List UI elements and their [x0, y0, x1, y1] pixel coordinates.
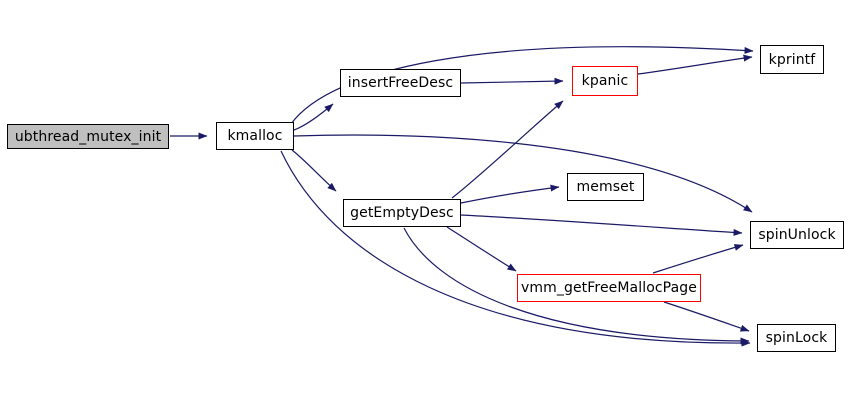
edge-getEmptyDesc-to-kpanic [451, 100, 564, 199]
node-label-kmalloc: kmalloc [227, 128, 283, 144]
node-kprintf[interactable]: kprintf [760, 45, 824, 74]
node-kpanic[interactable]: kpanic [572, 66, 638, 96]
edge-vmm_getFreeMallocPage-to-spinUnlock [652, 244, 744, 274]
edge-kmalloc-to-kprintf [290, 46, 754, 125]
edge-insertFreeDesc-to-kpanic [460, 77, 564, 85]
node-spinLock[interactable]: spinLock [757, 324, 836, 352]
node-label-vmm_getFreeMallocPage: vmm_getFreeMallocPage [521, 280, 697, 296]
node-kmalloc[interactable]: kmalloc [216, 122, 294, 150]
edge-getEmptyDesc-to-vmm_getFreeMallocPage [446, 226, 517, 272]
edges-group [170, 46, 754, 347]
edge-kmalloc-to-insertFreeDesc [293, 103, 334, 131]
edge-getEmptyDesc-to-memset [460, 184, 560, 204]
edge-kmalloc-to-getEmptyDesc [291, 149, 337, 192]
node-label-memset: memset [576, 179, 635, 195]
edge-vmm_getFreeMallocPage-to-spinLock [663, 301, 750, 332]
node-label-kprintf: kprintf [768, 51, 816, 68]
node-memset[interactable]: memset [567, 173, 644, 201]
node-insertFreeDesc[interactable]: insertFreeDesc [340, 69, 461, 97]
edge-getEmptyDesc-to-spinUnlock [460, 214, 743, 236]
edge-kmalloc-to-spinLock [280, 150, 751, 347]
edge-kpanic-to-kprintf [637, 54, 753, 75]
node-spinUnlock[interactable]: spinUnlock [750, 221, 844, 249]
edge-getEmptyDesc-to-spinLock [403, 227, 750, 345]
node-label-spinLock: spinLock [765, 330, 828, 346]
node-vmm_getFreeMallocPage[interactable]: vmm_getFreeMallocPage [517, 274, 701, 302]
node-label-kpanic: kpanic [581, 73, 629, 89]
node-label-insertFreeDesc: insertFreeDesc [347, 75, 454, 91]
node-label-getEmptyDesc: getEmptyDesc [350, 205, 454, 221]
node-label-ubthread_mutex_init: ubthread_mutex_init [14, 128, 162, 145]
edge-kmalloc-to-spinUnlock [293, 134, 753, 213]
node-getEmptyDesc[interactable]: getEmptyDesc [343, 199, 461, 227]
node-ubthread_mutex_init[interactable]: ubthread_mutex_init [7, 124, 169, 149]
node-label-spinUnlock: spinUnlock [758, 227, 836, 243]
